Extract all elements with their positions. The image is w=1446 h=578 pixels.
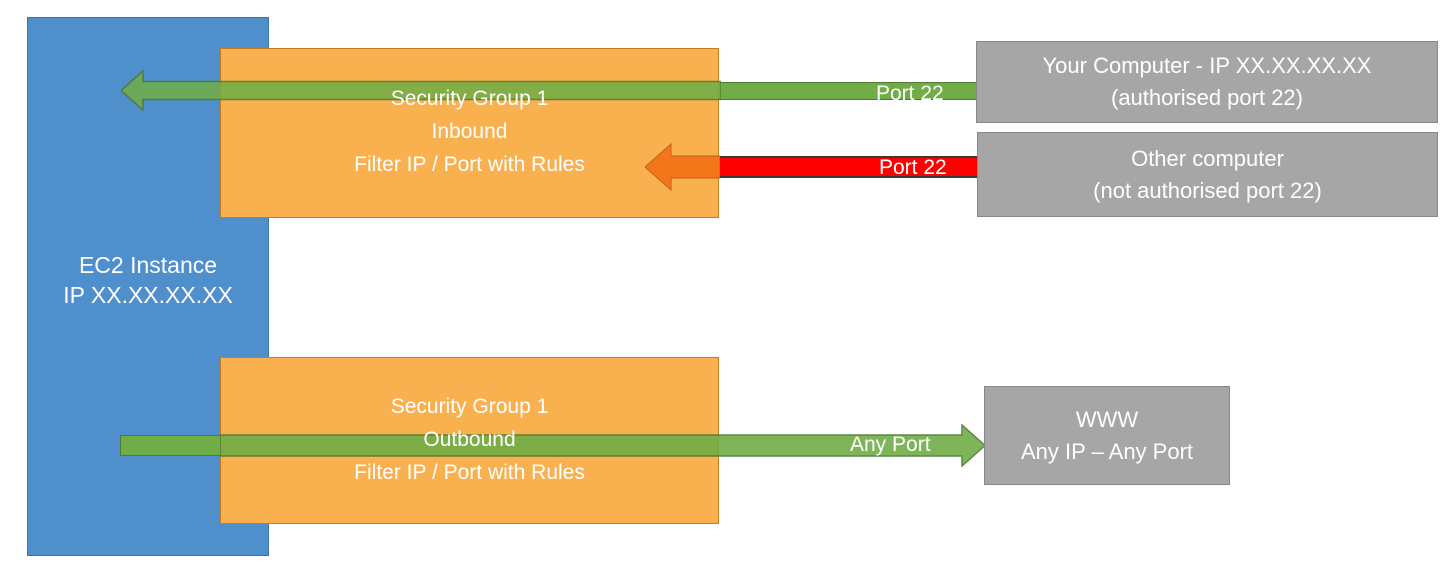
endpoint-your-computer-box: Your Computer - IP XX.XX.XX.XX (authoris…: [976, 41, 1438, 123]
endpoint-www-box: WWW Any IP – Any Port: [984, 386, 1230, 485]
www-subtitle: Any IP – Any Port: [1020, 438, 1194, 464]
other-computer-title: Other computer: [1131, 145, 1284, 171]
www-title: WWW: [1075, 406, 1139, 432]
allowed-inbound-green-bar: [719, 82, 977, 100]
outbound-green-arrow-icon: [220, 424, 985, 467]
outbound-green-stub: [120, 435, 221, 456]
blocked-inbound-red-bar: [719, 156, 977, 178]
blocked-inbound-orange-arrow-icon: [645, 142, 720, 192]
security-group-inbound-box: [220, 48, 719, 218]
allowed-inbound-green-arrow-icon: [121, 70, 721, 111]
your-computer-title: Your Computer - IP XX.XX.XX.XX: [1042, 53, 1372, 78]
your-computer-subtitle: (authorised port 22): [1111, 85, 1303, 110]
endpoint-other-computer-box: Other computer (not authorised port 22): [977, 132, 1438, 217]
other-computer-subtitle: (not authorised port 22): [1093, 177, 1322, 203]
